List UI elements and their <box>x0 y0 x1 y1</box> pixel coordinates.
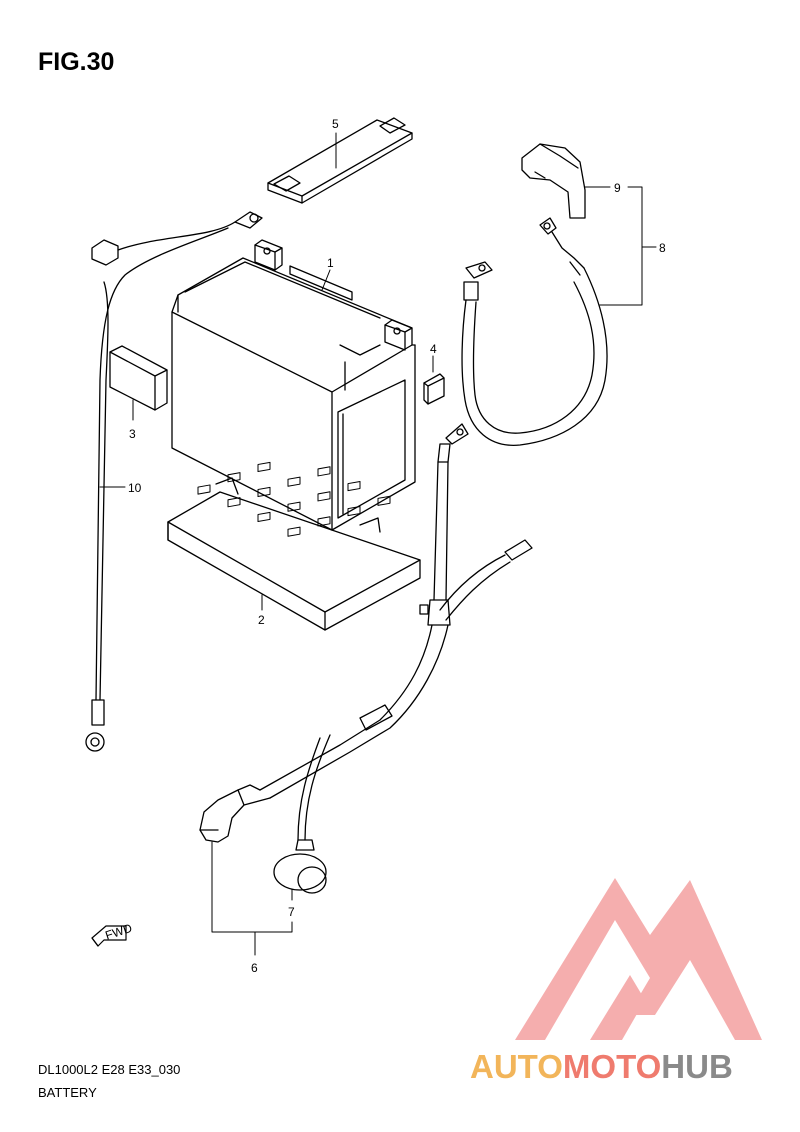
watermark-logo-icon <box>515 878 762 1040</box>
callout-3: 3 <box>129 427 136 441</box>
watermark-text: AUTOMOTOHUB <box>470 1048 733 1086</box>
watermark-moto: MOTO <box>562 1048 662 1085</box>
callout-5: 5 <box>332 117 339 131</box>
callout-9: 9 <box>614 181 621 195</box>
watermark-hub: HUB <box>661 1048 733 1085</box>
battery-band-part-5 <box>267 117 413 204</box>
callout-1: 1 <box>327 256 334 270</box>
callout-10: 10 <box>128 481 142 495</box>
figure-title: FIG.30 <box>38 48 115 76</box>
watermark-auto: AUTO <box>470 1048 563 1085</box>
pad-part-3 <box>109 345 168 411</box>
starter-cable-part-6 <box>199 423 533 843</box>
callout-leaders <box>99 132 657 956</box>
battery-part-1 <box>171 239 416 531</box>
callout-numbers: 5 1 2 3 4 10 9 8 7 6 FWD <box>104 117 666 975</box>
callout-7: 7 <box>288 905 295 919</box>
callout-2: 2 <box>258 613 265 627</box>
callout-4: 4 <box>430 342 437 356</box>
footer-model-code: DL1000L2 E28 E33_030 <box>38 1062 181 1077</box>
callout-8: 8 <box>659 241 666 255</box>
fwd-direction-arrow <box>91 925 127 947</box>
battery-tray-part-2 <box>167 461 421 631</box>
positive-cable-part-8 <box>461 217 608 446</box>
pad-part-4 <box>423 373 445 405</box>
lead-wire-part-10 <box>85 211 263 752</box>
footer-section-name: BATTERY <box>38 1085 97 1100</box>
cap-part-7 <box>273 734 331 894</box>
terminal-cover-part-9 <box>521 143 586 219</box>
callout-6: 6 <box>251 961 258 975</box>
